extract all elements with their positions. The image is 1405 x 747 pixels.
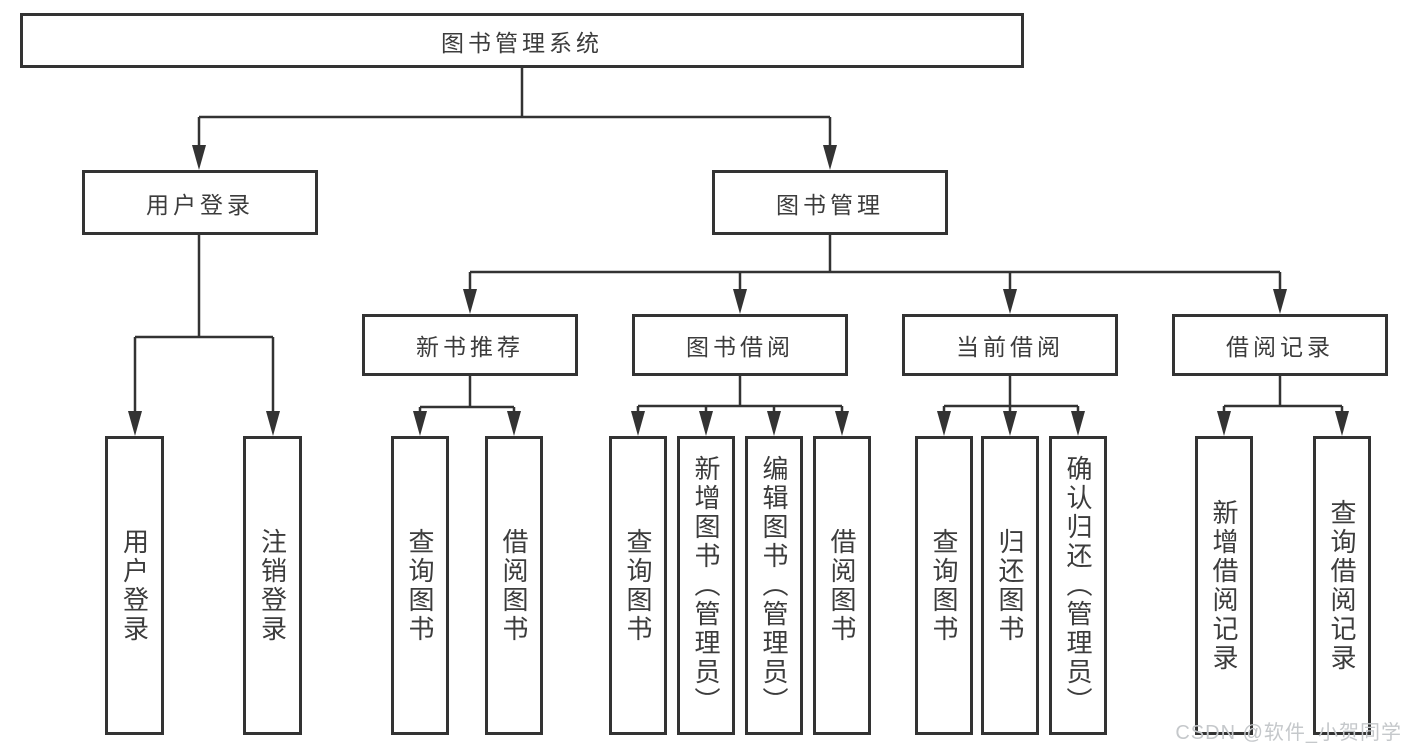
node-current-borrowing: 当前借阅 (902, 314, 1118, 376)
node-current-borrowing-label: 当前借阅 (956, 334, 1064, 360)
leaf-current-confirm-return-admin: 确认归还（管理员） (1049, 436, 1107, 735)
leaf-borrowing-borrow-books-label: 借阅图书 (827, 527, 857, 644)
leaf-newbooks-query-books-label: 查询图书 (405, 527, 435, 644)
node-borrowing-records: 借阅记录 (1172, 314, 1388, 376)
leaf-logout-label: 注销登录 (257, 527, 288, 644)
leaf-borrowing-borrow-books: 借阅图书 (813, 436, 871, 735)
node-library-management-system: 图书管理系统 (20, 13, 1024, 68)
leaf-records-query-record-label: 查询借阅记录 (1327, 498, 1357, 673)
node-library-management-system-label: 图书管理系统 (441, 29, 603, 56)
node-book-management-label: 图书管理 (776, 191, 884, 218)
leaf-logout: 注销登录 (243, 436, 302, 735)
leaf-newbooks-borrow-books: 借阅图书 (485, 436, 543, 735)
node-book-management: 图书管理 (712, 170, 948, 235)
leaf-current-query-books: 查询图书 (915, 436, 973, 735)
leaf-borrowing-query-books-label: 查询图书 (623, 527, 653, 644)
leaf-current-return-books-label: 归还图书 (995, 527, 1025, 644)
node-book-borrowing: 图书借阅 (632, 314, 848, 376)
node-book-borrowing-label: 图书借阅 (686, 334, 794, 360)
leaf-records-add-record-label: 新增借阅记录 (1209, 498, 1239, 673)
leaf-borrowing-edit-books-admin-label: 编辑图书（管理员） (759, 455, 789, 716)
node-user-login-label: 用户登录 (146, 191, 254, 218)
watermark-csdn: CSDN @软件_小贺同学 (1175, 722, 1402, 744)
leaf-user-login-label: 用户登录 (119, 527, 150, 644)
node-borrowing-records-label: 借阅记录 (1226, 334, 1334, 360)
leaf-current-query-books-label: 查询图书 (929, 527, 959, 644)
leaf-current-return-books: 归还图书 (981, 436, 1039, 735)
leaf-borrowing-edit-books-admin: 编辑图书（管理员） (745, 436, 803, 735)
leaf-newbooks-borrow-books-label: 借阅图书 (499, 527, 529, 644)
leaf-newbooks-query-books: 查询图书 (391, 436, 449, 735)
node-user-login: 用户登录 (82, 170, 318, 235)
leaf-user-login: 用户登录 (105, 436, 164, 735)
leaf-borrowing-add-books-admin-label: 新增图书（管理员） (691, 455, 721, 716)
node-new-book-recommend-label: 新书推荐 (416, 334, 524, 360)
leaf-borrowing-query-books: 查询图书 (609, 436, 667, 735)
leaf-records-add-record: 新增借阅记录 (1195, 436, 1253, 735)
node-new-book-recommend: 新书推荐 (362, 314, 578, 376)
leaf-current-confirm-return-admin-label: 确认归还（管理员） (1063, 455, 1093, 716)
leaf-borrowing-add-books-admin: 新增图书（管理员） (677, 436, 735, 735)
leaf-records-query-record: 查询借阅记录 (1313, 436, 1371, 735)
